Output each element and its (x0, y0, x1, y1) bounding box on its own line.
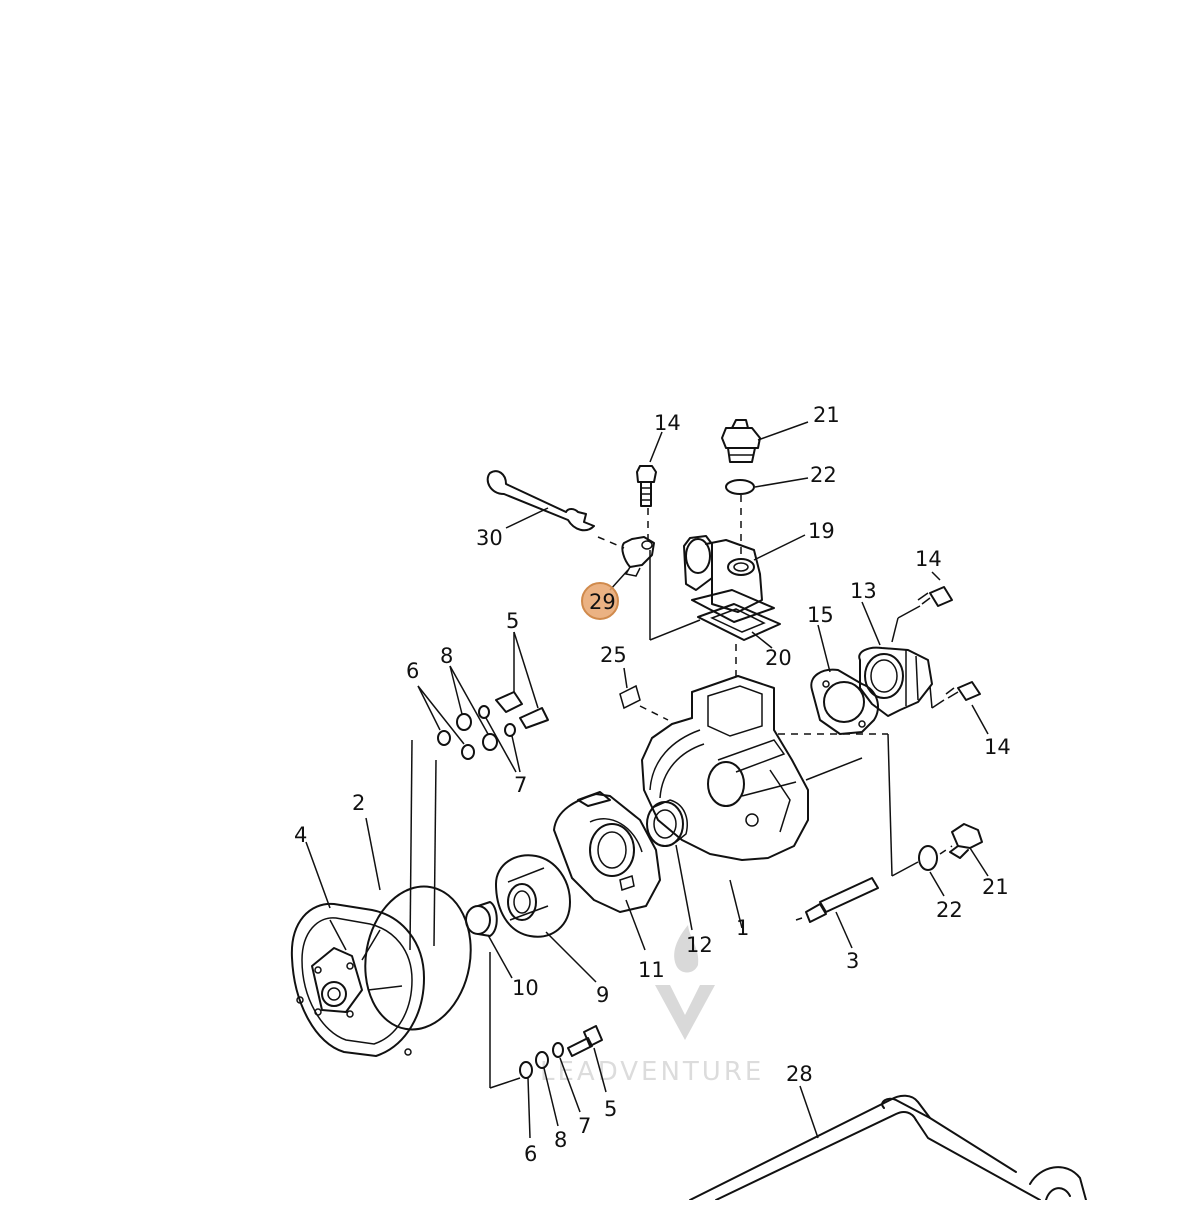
label-29[interactable]: 29 (589, 590, 616, 614)
label-2[interactable]: 2 (352, 791, 365, 815)
label-25[interactable]: 25 (600, 643, 627, 667)
label-15[interactable]: 15 (807, 603, 834, 627)
part-flange-15 (810, 668, 879, 735)
highlight-marker-29[interactable] (581, 582, 619, 620)
part-shaft-3 (795, 877, 879, 923)
part-oring-top (725, 479, 755, 495)
part-seal-12 (646, 799, 688, 847)
part-fitting-13 (858, 646, 933, 717)
label-7-bottom[interactable]: 7 (578, 1114, 591, 1138)
label-5-top[interactable]: 5 (506, 609, 519, 633)
label-3[interactable]: 3 (846, 949, 859, 973)
part-hardware-left (437, 691, 549, 760)
part-impeller-9 (495, 854, 571, 938)
part-25 (619, 684, 641, 710)
part-frame-28 (689, 1094, 1087, 1201)
part-oring-2 (364, 885, 472, 1031)
part-bolt-right-top (917, 571, 953, 607)
part-gasket-20 (697, 603, 781, 641)
part-bracket-4 (290, 902, 425, 1057)
label-22-top[interactable]: 22 (810, 463, 837, 487)
label-7-top[interactable]: 7 (514, 773, 527, 797)
label-6-top[interactable]: 6 (406, 659, 419, 683)
label-14-right-bottom[interactable]: 14 (984, 735, 1011, 759)
watermark: LEADVENTURE (540, 925, 764, 1087)
label-28[interactable]: 28 (786, 1062, 813, 1086)
label-11[interactable]: 11 (638, 958, 665, 982)
watermark-text: LEADVENTURE (540, 1057, 764, 1087)
label-22-bottom[interactable]: 22 (936, 898, 963, 922)
label-21-bottom[interactable]: 21 (982, 875, 1009, 899)
label-12[interactable]: 12 (686, 933, 713, 957)
part-labels: 14 21 22 30 19 29 14 13 15 5 20 25 8 6 1… (294, 403, 1011, 1166)
part-wrench (486, 470, 595, 532)
label-14-right-top[interactable]: 14 (915, 547, 942, 571)
part-bolt-top (636, 465, 657, 507)
label-1[interactable]: 1 (736, 916, 749, 940)
label-14-top[interactable]: 14 (654, 411, 681, 435)
label-13[interactable]: 13 (850, 579, 877, 603)
label-5-bottom[interactable]: 5 (604, 1097, 617, 1121)
part-oring-bottom (918, 845, 938, 871)
part-10 (465, 901, 498, 937)
part-elbow-19 (683, 535, 775, 623)
part-volute-11 (553, 791, 661, 913)
part-cap-bottom (949, 823, 983, 859)
label-9[interactable]: 9 (596, 983, 609, 1007)
part-cap-top (721, 419, 761, 463)
part-hardware-bottom (519, 1025, 603, 1079)
label-8-bottom[interactable]: 8 (554, 1128, 567, 1152)
flame-v-logo-icon (655, 925, 715, 1040)
label-30[interactable]: 30 (476, 526, 503, 550)
part-bolt-right-bottom (945, 681, 981, 701)
part-casing-1 (641, 675, 809, 861)
label-8-top[interactable]: 8 (440, 644, 453, 668)
label-6-bottom[interactable]: 6 (524, 1142, 537, 1166)
label-21-top[interactable]: 21 (813, 403, 840, 427)
label-4[interactable]: 4 (294, 823, 307, 847)
label-10[interactable]: 10 (512, 976, 539, 1000)
label-20[interactable]: 20 (765, 646, 792, 670)
label-19[interactable]: 19 (808, 519, 835, 543)
